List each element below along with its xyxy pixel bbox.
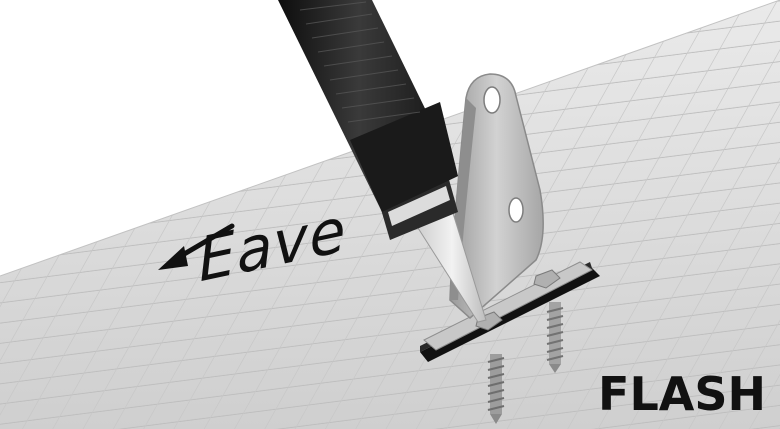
lag-screw-icon	[547, 302, 563, 373]
step-title: FLASH	[598, 367, 766, 421]
lag-screw-icon	[488, 354, 504, 424]
